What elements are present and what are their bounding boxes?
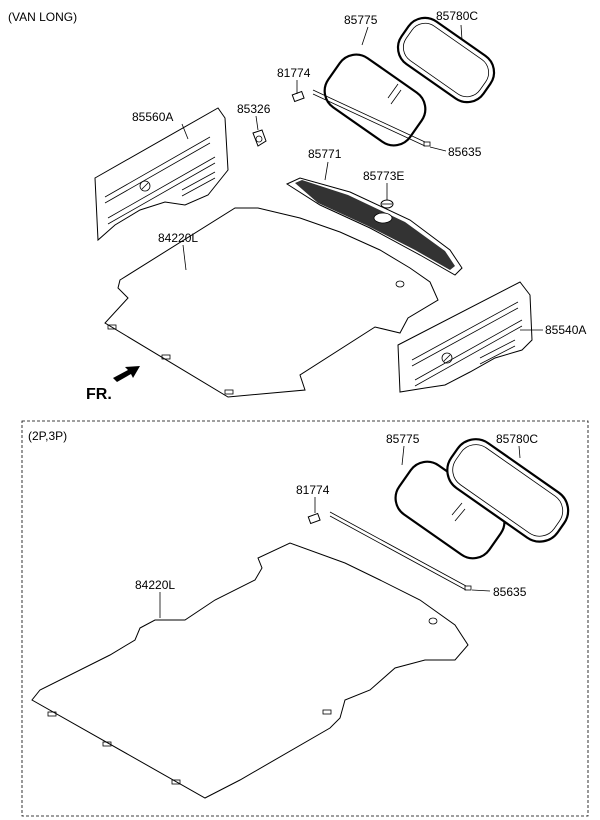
mat-clip-top-3	[224, 389, 234, 395]
cowl-grille-panel	[285, 177, 463, 276]
mat-hole-bottom	[428, 617, 438, 625]
label-85780c-top: 85780C	[436, 9, 478, 23]
window-glass-top	[323, 53, 427, 147]
bolt-81774-bottom-icon	[307, 512, 321, 525]
label-85635-top: 85635	[448, 145, 482, 159]
leader-85560a	[181, 123, 189, 140]
leader-85780c-top	[460, 24, 463, 41]
label-85775-top: 85775	[344, 13, 378, 27]
section-box-2p-3p	[21, 420, 589, 817]
label-85560a: 85560A	[132, 110, 173, 124]
rod-85635-bottom	[329, 511, 472, 591]
leader-85635-bottom	[471, 589, 491, 592]
label-85780c-bottom: 85780C	[496, 432, 538, 446]
side-trim-right	[397, 281, 533, 393]
leader-85775-top	[361, 26, 369, 46]
window-seal-bottom	[446, 438, 570, 543]
label-81774-bottom: 81774	[296, 483, 330, 497]
floor-mat-top	[104, 207, 439, 398]
mat-clip-top-1	[107, 324, 117, 330]
side-trim-left	[94, 107, 229, 242]
front-direction-label: FR.	[86, 386, 112, 403]
mat-clip-bottom-1	[47, 711, 57, 717]
screw-85326-icon	[252, 129, 267, 147]
label-85326: 85326	[237, 102, 271, 116]
label-85775-bottom: 85775	[386, 432, 420, 446]
mat-clip-top-2	[161, 354, 171, 360]
mat-clip-bottom-3	[171, 779, 181, 785]
label-81774-top: 81774	[277, 66, 311, 80]
leader-84220l-top	[182, 244, 187, 271]
label-85635-bottom: 85635	[493, 585, 527, 599]
label-84220l-bottom: 84220L	[135, 578, 175, 592]
mat-hole-top	[395, 280, 405, 288]
label-84220l-top: 84220L	[158, 231, 198, 245]
label-85773e: 85773E	[363, 169, 404, 183]
section-label-2p-3p: (2P,3P)	[28, 429, 67, 443]
leader-85771	[324, 161, 329, 181]
rod-85635-top	[312, 89, 431, 147]
floor-mat-bottom	[31, 542, 469, 799]
clip-85773e-icon	[380, 199, 394, 209]
leader-85635-top	[429, 146, 447, 152]
label-85540a: 85540A	[545, 323, 586, 337]
section-label-van-long: (VAN LONG)	[8, 10, 77, 24]
mat-clip-bottom-4	[322, 709, 332, 715]
leader-85775-bottom	[401, 445, 405, 466]
mat-clip-bottom-2	[102, 741, 112, 747]
label-85771: 85771	[308, 147, 342, 161]
leader-85780c-bottom	[518, 445, 521, 459]
bolt-81774-top-icon	[291, 90, 305, 103]
front-direction-arrow	[113, 366, 140, 382]
leader-85326	[255, 115, 259, 131]
window-seal-top	[396, 16, 496, 104]
